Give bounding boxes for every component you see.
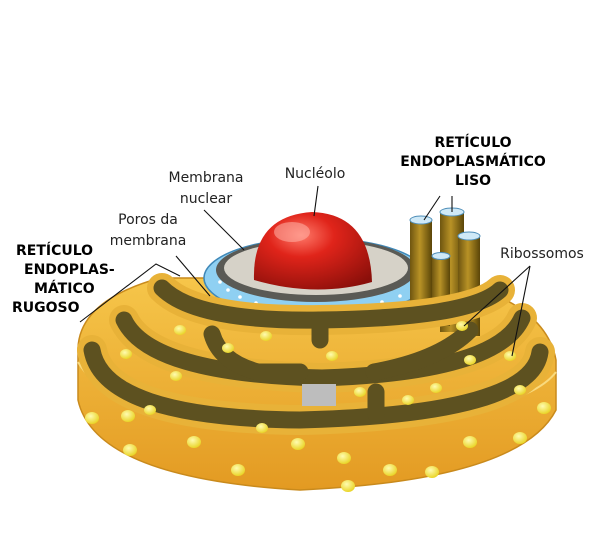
label-poros: Poros da membrana [104, 212, 192, 250]
ribosomes [85, 321, 551, 492]
label-reticulo-liso: RETÍCULO ENDOPLASMÁTICO LISO [398, 134, 548, 191]
label-line: RETÍCULO [16, 243, 94, 259]
label-line: LISO [454, 173, 492, 189]
leader-lines [79, 185, 531, 357]
label-membrana-nuclear: Membrana nuclear [158, 170, 254, 208]
label-line: Nucléolo [284, 166, 346, 182]
label-line: Poros da [118, 212, 178, 228]
label-reticulo-rugoso: RETÍCULO ENDOPLAS- MÁTICO RUGOSO [6, 242, 136, 318]
label-line: nuclear [179, 191, 233, 207]
label-line: RUGOSO [12, 300, 80, 316]
label-nucleolo: Nucléolo [260, 166, 370, 183]
label-line: MÁTICO [34, 281, 95, 297]
label-line: Membrana [168, 170, 244, 186]
label-line: membrana [109, 233, 187, 249]
rough-er-cisternae [77, 273, 555, 435]
label-line: RETÍCULO [434, 135, 512, 151]
label-ribossomos: Ribossomos [494, 246, 590, 263]
label-line: Ribossomos [500, 246, 584, 262]
label-line: ENDOPLAS- [24, 262, 115, 278]
label-line: ENDOPLASMÁTICO [400, 154, 546, 170]
nucleolus-sphere [253, 212, 372, 290]
